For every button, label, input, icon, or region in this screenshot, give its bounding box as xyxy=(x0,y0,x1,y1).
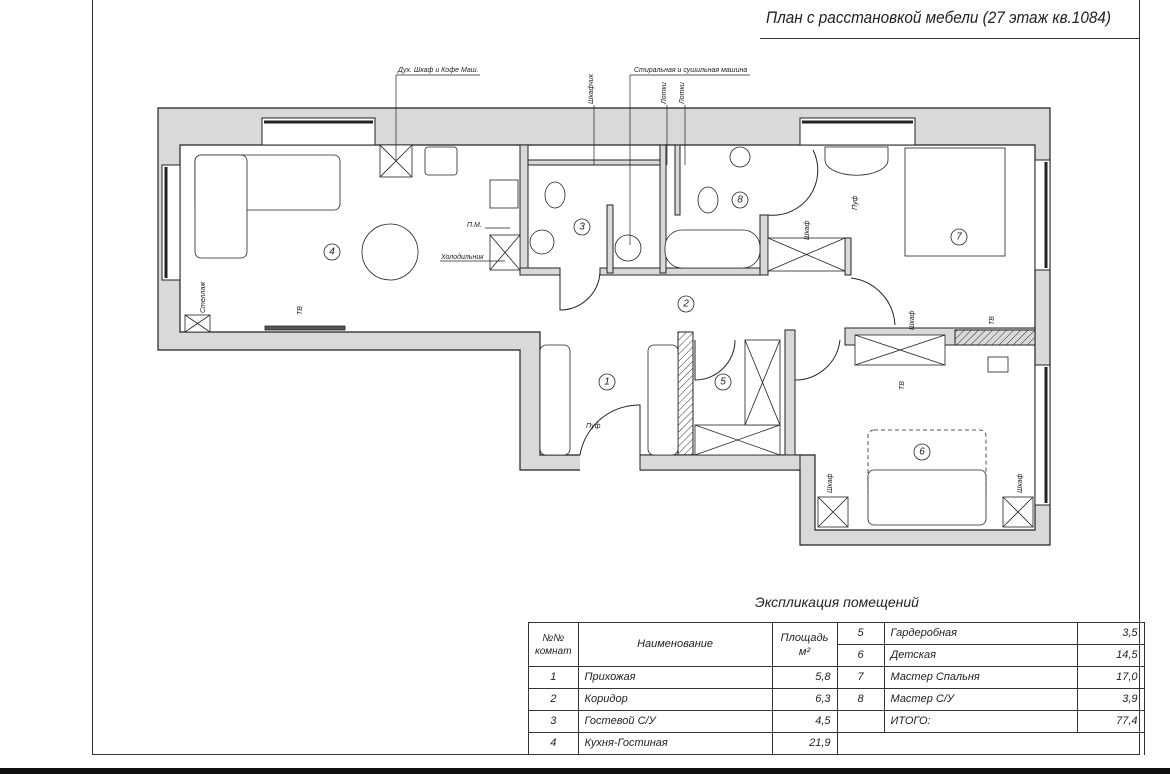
callout-oven-coffee: Дух. Шкаф и Кофе Маш. xyxy=(397,67,479,74)
room-number-5: 5 xyxy=(720,377,726,388)
callout-tv: ТВ xyxy=(297,306,304,315)
room-number-6: 6 xyxy=(919,447,925,458)
entrance-door xyxy=(579,404,641,456)
cell-area: 17,0 xyxy=(1076,666,1145,689)
cell-num: 4 xyxy=(528,732,579,755)
room-number-circles xyxy=(323,191,968,461)
drawing-frame xyxy=(92,0,1140,755)
explication-title: Экспликация помещений xyxy=(755,594,919,610)
callout-dishwasher: П.М. xyxy=(467,222,482,229)
room-number-8: 8 xyxy=(737,195,743,206)
cell-num: 5 xyxy=(836,622,885,645)
desk-monitor xyxy=(987,356,1009,373)
floor-plan: Дух. Шкаф и Кофе Маш. Стиральная и сушил… xyxy=(157,67,1051,546)
bathtub xyxy=(664,229,761,269)
total-label: ИТОГО: xyxy=(883,710,1078,733)
cell-area: 6,3 xyxy=(771,688,838,711)
callout-rack: Стеллаж xyxy=(200,281,207,313)
shower xyxy=(614,234,642,262)
total-area: 77,4 xyxy=(1076,710,1145,733)
callout-tv: ТВ xyxy=(989,316,996,325)
callout-washer-dryer: Стиральная и сушильная машина xyxy=(634,67,747,74)
cell-num: 1 xyxy=(528,666,579,689)
callout-pouf: Пуф xyxy=(586,423,601,430)
room-number-3: 3 xyxy=(579,222,585,233)
cell-name: Прихожая xyxy=(577,666,773,689)
dining-table xyxy=(361,223,419,281)
cell-name: Кухня-Гостиная xyxy=(577,732,773,755)
cell-num: 3 xyxy=(528,710,579,733)
cell-name: Мастер С/У xyxy=(883,688,1078,711)
leader-lines xyxy=(395,74,750,262)
entrance-door-gap xyxy=(580,452,640,472)
cell-area: 5,8 xyxy=(771,666,838,689)
cell-area: 3,5 xyxy=(1076,622,1145,645)
hatched-wall xyxy=(677,331,694,456)
tv xyxy=(264,325,346,331)
callout-wardrobe: Шкаф xyxy=(827,473,834,493)
cell-name: Детская xyxy=(883,644,1078,667)
hatched-wall xyxy=(954,329,1036,346)
washbasin xyxy=(529,229,555,255)
cell-name: Гардеробная xyxy=(883,622,1078,645)
room-number-7: 7 xyxy=(956,232,962,243)
callout-cabinet: Шкафчик xyxy=(588,73,595,104)
header-num: №№ комнат xyxy=(528,622,579,667)
cell-num: 2 xyxy=(528,688,579,711)
header-name: Наименование xyxy=(577,622,773,667)
cell-area: 14,5 xyxy=(1076,644,1145,667)
toilet-master xyxy=(697,186,719,214)
cell-area: 4,5 xyxy=(771,710,838,733)
title-underline xyxy=(760,38,1140,39)
room-number-1: 1 xyxy=(604,377,610,388)
drawing-title: План с расстановкой мебели (27 этаж кв.1… xyxy=(766,8,1111,27)
room-number-2: 2 xyxy=(682,299,689,310)
cooktop xyxy=(424,146,458,176)
callout-tray: Лотки xyxy=(679,82,686,105)
callout-wardrobe: Шкаф xyxy=(909,310,916,330)
hall-cabinet xyxy=(647,344,679,456)
washbasin-master xyxy=(729,146,751,168)
cell-num: 7 xyxy=(836,666,885,689)
callout-wardrobe: Шкаф xyxy=(1017,473,1024,493)
windows xyxy=(161,117,1051,506)
callout-fridge: Холодильник xyxy=(440,253,484,261)
page-edge xyxy=(0,768,1170,774)
cell-empty xyxy=(836,732,1145,755)
cell-name: Мастер Спальня xyxy=(883,666,1078,689)
callout-wardrobe: Шкаф xyxy=(804,220,811,240)
cell-num: 8 xyxy=(836,688,885,711)
kids-sofa xyxy=(867,469,987,526)
cell-num: 6 xyxy=(836,644,885,667)
doors xyxy=(559,149,896,381)
cell-area: 21,9 xyxy=(771,732,838,755)
room-number-4: 4 xyxy=(329,247,335,258)
cell-name: Гостевой С/У xyxy=(577,710,773,733)
callout-tv: ТВ xyxy=(899,381,906,390)
bedroom-table xyxy=(824,146,889,176)
toilet xyxy=(544,181,566,209)
kitchen-sink xyxy=(489,179,519,209)
cell-area: 3,9 xyxy=(1076,688,1145,711)
hall-cabinet xyxy=(539,344,571,456)
callout-pouf: Пуф xyxy=(852,195,859,210)
callout-tray: Лотки xyxy=(661,82,668,105)
cell-name: Коридор xyxy=(577,688,773,711)
cell-empty xyxy=(836,710,885,733)
furniture xyxy=(184,144,1034,528)
